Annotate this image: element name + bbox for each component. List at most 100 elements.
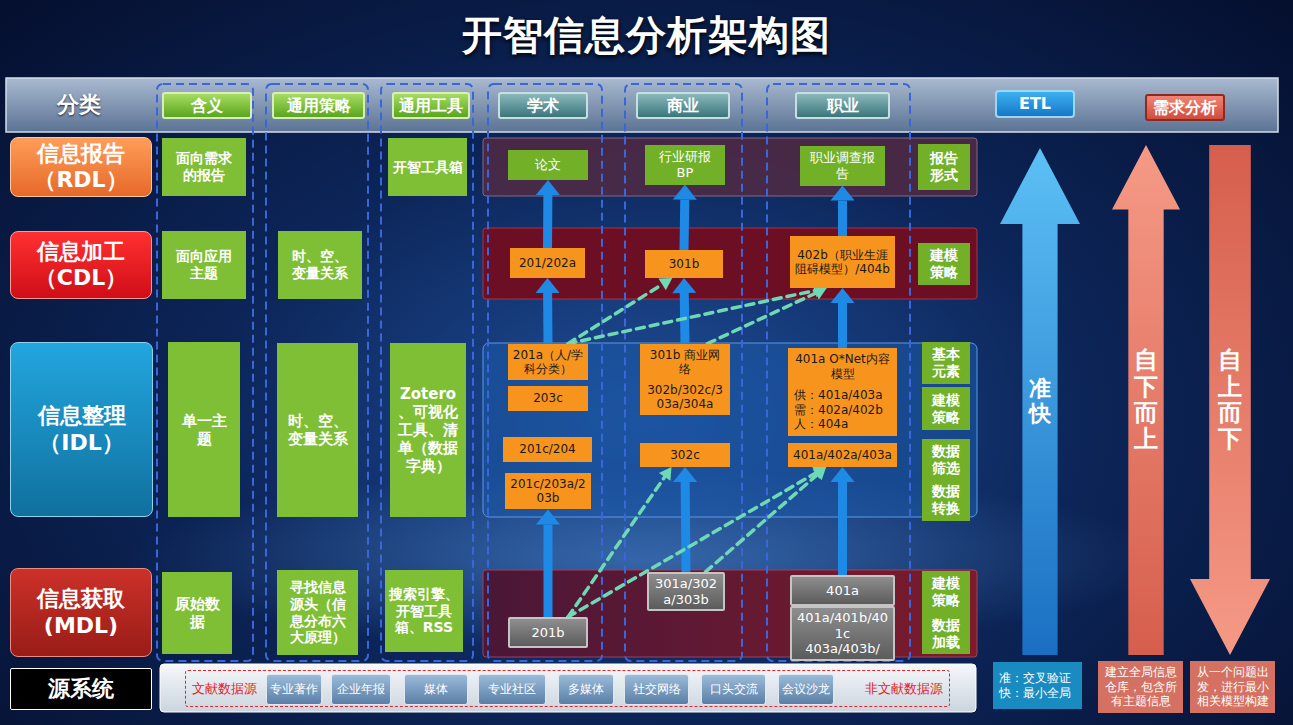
- side-label: 建模策略: [918, 243, 970, 285]
- node-text: 302b/302c/303a/304a: [644, 383, 726, 412]
- node-text: 建立全局信息仓库，包含所有主题信息: [1102, 665, 1179, 708]
- source-button: 专业著作: [266, 674, 322, 705]
- node-text: 信息加工 （CDL）: [15, 239, 147, 292]
- arrow-head: [658, 278, 672, 290]
- node-text: 源系统: [48, 676, 114, 702]
- code-box: 301b: [645, 250, 723, 278]
- code-box: 201/202a: [510, 248, 585, 278]
- side-label: 建模策略: [922, 387, 970, 430]
- connector-line: [838, 303, 847, 348]
- source-button: 口头交流: [701, 674, 766, 705]
- node-text: 准快: [1029, 377, 1051, 425]
- side-label: 数据加载: [922, 613, 970, 655]
- node-text: 301b 商业网络: [644, 348, 726, 377]
- code-box: 401a/402a/403a: [788, 443, 897, 467]
- layer-label: 信息获取 (MDL): [10, 568, 152, 657]
- node-text: 401a: [826, 583, 859, 599]
- layer-label: 信息整理 （IDL）: [10, 342, 153, 517]
- source-button: 社交网络: [624, 674, 689, 705]
- node-text: 时、空、变量关系: [288, 248, 352, 282]
- node-text: 时、空、变量关系: [286, 412, 349, 448]
- cross-link-arrow: [568, 467, 826, 617]
- code-box: 402b（职业生涯阻碍模型）/404b: [790, 236, 895, 288]
- column-header: 含义: [162, 92, 252, 119]
- direction-arrow: 准快: [1000, 148, 1080, 655]
- node-text: 201a（人/学科分类）: [512, 348, 584, 377]
- data-box: 301a/302a/303b: [647, 572, 725, 611]
- arrow-head: [813, 287, 827, 300]
- connector-line: [543, 195, 552, 248]
- data-box: 201b: [508, 617, 588, 648]
- node-text: 301b: [669, 257, 700, 271]
- side-label: 报告形式: [918, 144, 970, 190]
- node-text: 401a O*Net内容模型: [792, 352, 893, 381]
- node-text: 201b: [531, 625, 564, 641]
- node-text: 201c/203a/203b: [509, 477, 587, 506]
- concept-box: 原始数据: [162, 572, 232, 654]
- node-text: 面向应用主题: [171, 248, 237, 282]
- connector-line: [706, 475, 818, 572]
- node-text: 准：交叉验证 快：最小全局: [999, 671, 1078, 700]
- note-box: 建立全局信息仓库，包含所有主题信息: [1098, 661, 1183, 712]
- arrow-head: [536, 180, 560, 195]
- arrow-head: [831, 467, 855, 482]
- arrow-head: [813, 467, 827, 480]
- node-text: 建模策略: [930, 392, 962, 426]
- note-box: 从一个问题出发，进行最小相关模型构建: [1190, 661, 1275, 712]
- layer-label: 源系统: [10, 668, 152, 710]
- source-band: [160, 664, 976, 712]
- layer-label: 信息报告 （RDL）: [10, 137, 152, 198]
- node-text: 数据筛选: [930, 443, 962, 477]
- flow-arrow: [673, 185, 697, 250]
- node-text: 信息获取 (MDL): [15, 586, 147, 639]
- flow-arrow: [672, 278, 696, 344]
- source-button: 会议沙龙: [778, 674, 834, 705]
- node-text: 论文: [535, 157, 561, 173]
- node-text: 会议沙龙: [782, 682, 830, 696]
- node-text: 数据转换: [930, 483, 962, 517]
- node-text: 口头交流: [710, 682, 758, 696]
- node-text: 需求分析: [1153, 98, 1217, 117]
- node-text: 文献数据源: [192, 681, 257, 697]
- node-text: 402b（职业生涯阻碍模型）/404b: [794, 248, 891, 277]
- node-text: 搜索引擎、开智工具箱、RSS: [388, 586, 460, 636]
- concept-box: 单一主题: [168, 342, 240, 517]
- connector-line: [568, 291, 815, 344]
- connector-line: [838, 201, 847, 236]
- direction-arrow: 自下而上: [1112, 145, 1180, 655]
- node-text: 信息整理 （IDL）: [15, 403, 148, 456]
- node-text: 信息报告 （RDL）: [15, 141, 147, 194]
- source-button: 企业年报: [331, 674, 391, 705]
- diagram-title: 开智信息分析架构图: [0, 8, 1293, 63]
- arrow-head: [536, 278, 560, 293]
- node-text: 行业研报 BP: [649, 149, 721, 180]
- node-text: 多媒体: [568, 682, 604, 696]
- column-header: 通用工具: [392, 92, 470, 119]
- node-text: 开智工具箱: [393, 159, 463, 176]
- node-text: 学术: [527, 96, 559, 115]
- output-box: 论文: [508, 150, 588, 180]
- report-panel: [483, 138, 977, 196]
- connector-line: [544, 524, 553, 617]
- node-text: 专业著作: [270, 682, 318, 696]
- organize-panel: [483, 343, 977, 517]
- data-box: 401a/401b/401c 403a/403b/: [790, 606, 895, 661]
- cross-link-arrow: [708, 287, 827, 344]
- cross-link-arrow: [568, 278, 672, 344]
- side-label: 基本元素: [922, 342, 970, 384]
- node-text: 301a/302a/303b: [653, 576, 719, 607]
- concept-box: 面向应用主题: [162, 231, 246, 299]
- output-box: 职业调查报告: [800, 146, 885, 185]
- node-text: 自下而上: [1134, 347, 1158, 453]
- connector-line: [543, 293, 552, 344]
- node-text: 寻找信息源头（信息分布六大原理）: [283, 579, 352, 646]
- connector-line: [681, 482, 691, 572]
- source-button: 专业社区: [478, 674, 546, 705]
- node-text: 201c/204: [519, 442, 575, 456]
- column-outlines: [157, 84, 910, 661]
- node-text: ETL: [1019, 94, 1051, 113]
- source-button: 多媒体: [558, 674, 614, 705]
- code-box: 201a（人/学科分类）: [508, 344, 588, 381]
- node-text: 201/202a: [519, 256, 576, 270]
- node-text: 建模策略: [926, 247, 962, 281]
